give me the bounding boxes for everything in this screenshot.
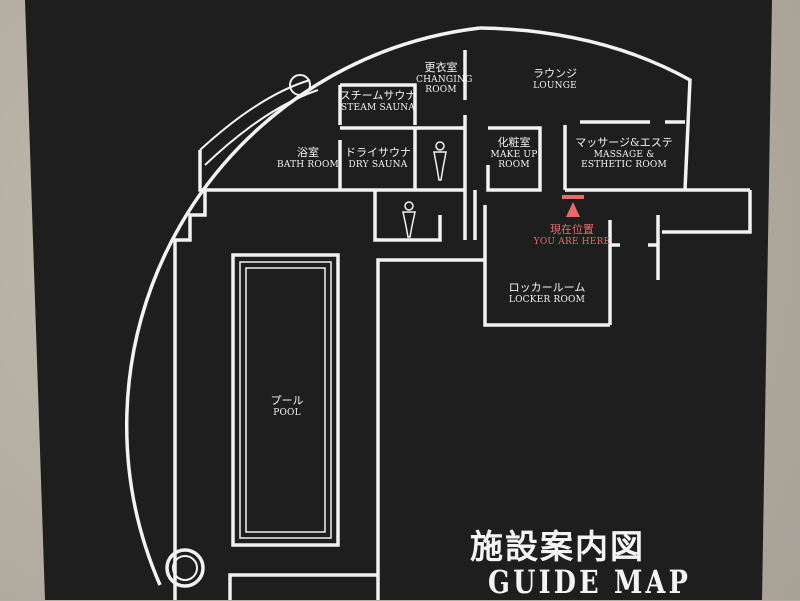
room-label-lounge: ラウンジ LOUNGE xyxy=(533,67,577,91)
room-name-jp: 浴室 xyxy=(296,146,319,159)
room-name-en: LOUNGE xyxy=(533,80,577,91)
you-are-here-label: 現在位置 YOU ARE HERE xyxy=(533,223,611,247)
room-label-changing-room: 更衣室 CHANGING ROOM xyxy=(416,61,473,95)
restroom-person-icon xyxy=(433,141,447,181)
room-name-en: CHANGING ROOM xyxy=(416,74,473,95)
restroom-person-icon xyxy=(402,201,416,238)
room-name-jp: マッサージ&エステ xyxy=(575,136,673,149)
outer-arc-wall xyxy=(124,26,481,586)
room-label-dry-sauna: ドライサウナ DRY SAUNA xyxy=(345,146,411,170)
board xyxy=(25,0,772,600)
room-name-jp: スチームサウナ xyxy=(339,89,417,102)
you-are-here-en: YOU ARE HERE xyxy=(533,236,611,247)
room-name-jp: ロッカールーム xyxy=(508,281,586,294)
room-label-massage: マッサージ&エステ MASSAGE & ESTHETIC ROOM xyxy=(575,136,673,170)
you-are-here-jp: 現在位置 xyxy=(549,223,594,236)
room-name-en: LOCKER ROOM xyxy=(508,294,586,305)
you-are-here-marker-icon xyxy=(562,195,584,217)
room-name-en: POOL xyxy=(273,407,301,418)
room-label-bath-room: 浴室 BATH ROOM xyxy=(277,146,339,170)
room-label-pool: プール POOL xyxy=(270,394,304,418)
room-label-make-up-room: 化粧室 MAKE UP ROOM xyxy=(490,136,538,170)
room-name-en: MASSAGE & xyxy=(593,149,655,160)
room-name-jp: 化粧室 xyxy=(497,136,531,149)
room-name-en: ESTHETIC ROOM xyxy=(581,159,667,170)
floor-plan-walls xyxy=(124,26,752,600)
room-name-jp: プール xyxy=(270,394,304,407)
room-name-en: ROOM xyxy=(498,159,530,170)
map-title-jp: 施設案内図 xyxy=(470,527,645,566)
room-name-jp: ドライサウナ xyxy=(345,146,411,159)
room-label-steam-sauna: スチームサウナ STEAM SAUNA xyxy=(339,89,417,113)
room-name-en: STEAM SAUNA xyxy=(340,102,416,113)
map-title-en: GUIDE MAP xyxy=(488,563,692,601)
room-name-jp: 更衣室 xyxy=(424,61,458,74)
room-name-en: MAKE UP xyxy=(490,149,538,160)
room-label-locker-room: ロッカールーム LOCKER ROOM xyxy=(508,281,586,305)
room-name-en: DRY SAUNA xyxy=(348,159,408,170)
room-name-jp: ラウンジ xyxy=(533,67,577,80)
room-name-en: BATH ROOM xyxy=(277,159,339,170)
